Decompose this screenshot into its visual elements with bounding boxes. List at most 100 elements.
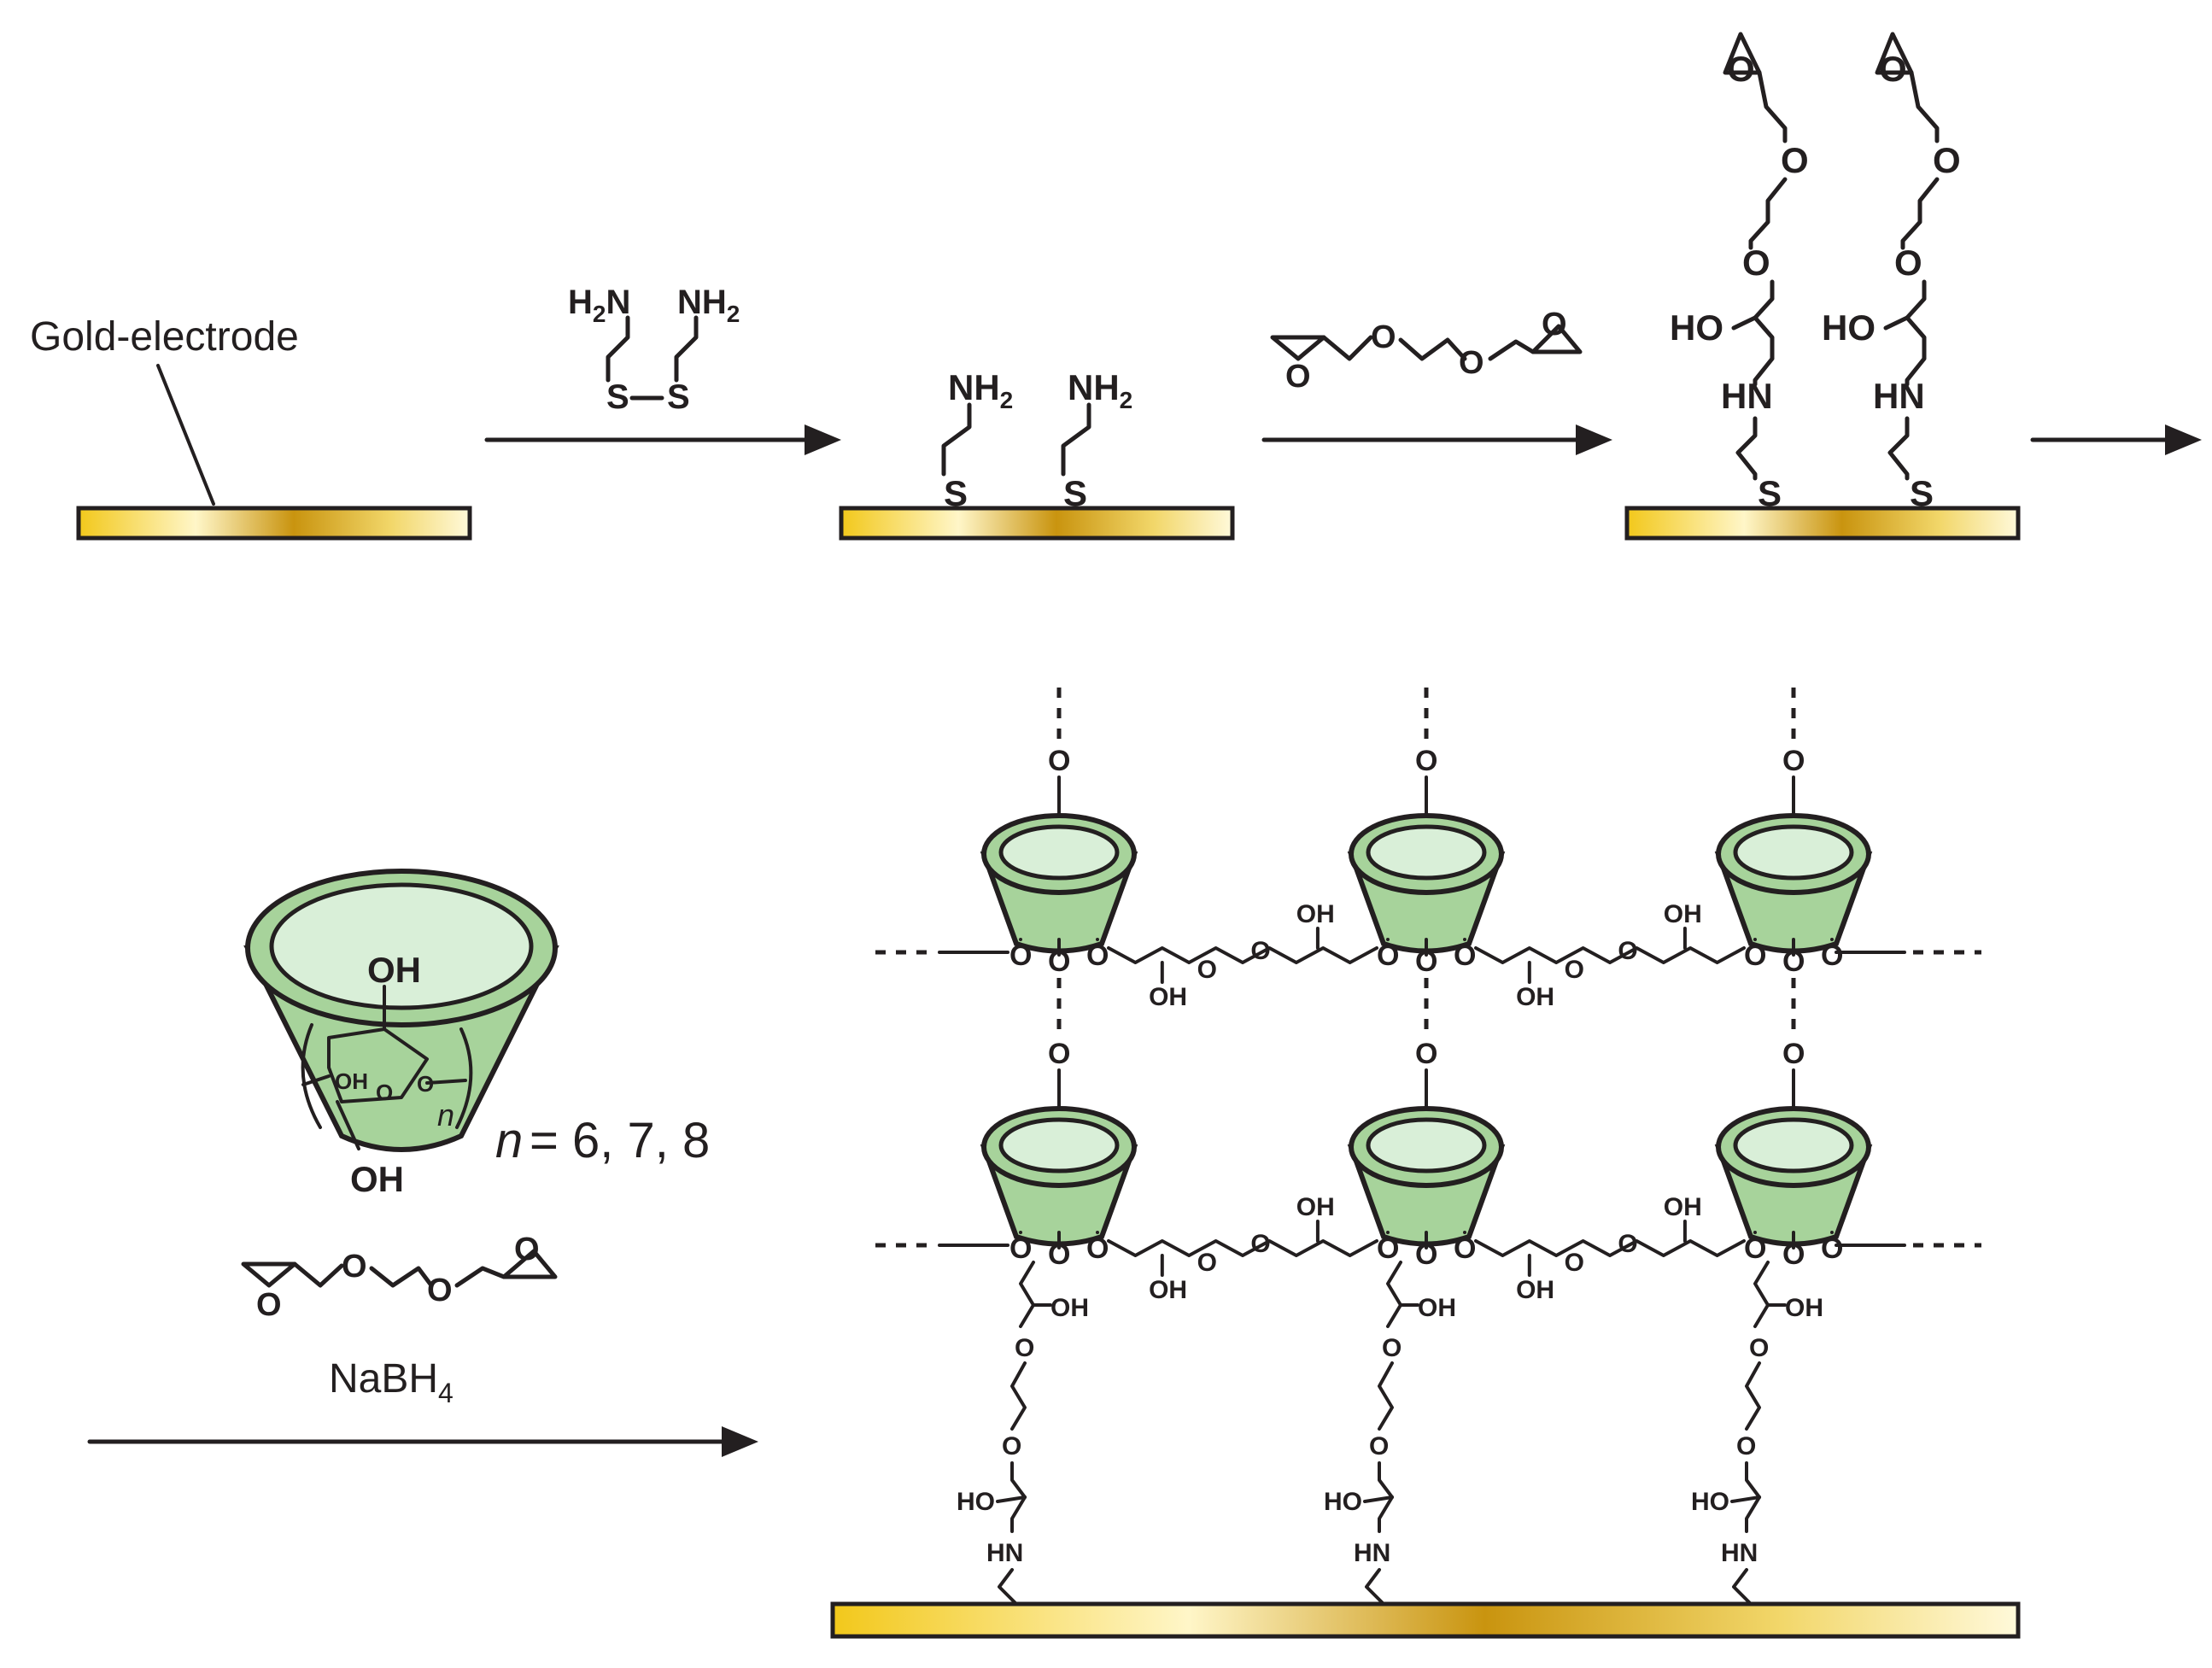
svg-text:O: O <box>1933 140 1961 180</box>
svg-text:O: O <box>1879 49 1907 89</box>
svg-text:O: O <box>1377 1232 1399 1265</box>
svg-text:NH2: NH2 <box>1068 367 1132 413</box>
reaction-arrow-4 <box>87 1426 758 1457</box>
svg-text:O: O <box>1782 745 1805 777</box>
svg-text:O: O <box>1086 1232 1109 1265</box>
svg-text:O: O <box>417 1071 434 1097</box>
step-1-bare-electrode: Gold-electrode <box>30 314 472 541</box>
svg-text:O: O <box>1744 1232 1766 1265</box>
reaction-arrow-3 <box>2030 424 2202 455</box>
svg-text:HN: HN <box>986 1539 1023 1567</box>
svg-text:O: O <box>1727 49 1755 89</box>
svg-text:OH: OH <box>1149 1276 1187 1304</box>
svg-text:O: O <box>1415 945 1437 978</box>
svg-text:H2N: H2N <box>568 284 630 327</box>
svg-text:O: O <box>376 1080 393 1105</box>
svg-text:O: O <box>1618 1230 1637 1258</box>
reagent-cystamine: H2N NH2 S S <box>568 284 740 416</box>
svg-text:O: O <box>1454 1232 1476 1265</box>
reagent-diepoxide-bottom: O O O O <box>241 1232 558 1323</box>
nabh4-label: NaBH4 <box>329 1356 454 1408</box>
svg-text:O: O <box>1048 745 1070 777</box>
svg-text:O: O <box>1782 1238 1805 1271</box>
svg-text:O: O <box>1009 1232 1032 1265</box>
svg-text:OH: OH <box>1050 1294 1089 1322</box>
svg-text:HO: HO <box>1324 1488 1362 1516</box>
gold-electrode-1 <box>76 506 472 541</box>
svg-text:O: O <box>1015 1334 1034 1362</box>
svg-text:OH: OH <box>1418 1294 1456 1322</box>
svg-text:OH: OH <box>1785 1294 1823 1322</box>
cyclodextrin-cavity-5 <box>1366 1117 1487 1173</box>
svg-text:O: O <box>1369 1432 1389 1460</box>
step-3-epoxy-chain-left: O O O HO HN S <box>1670 32 1809 513</box>
svg-text:HN: HN <box>1721 376 1773 416</box>
cd-n-sub: n <box>437 1097 454 1132</box>
svg-text:OH: OH <box>1664 900 1702 928</box>
cd-oh-bottom: OH <box>350 1159 404 1199</box>
svg-text:O: O <box>1048 945 1070 978</box>
step-2-amine-electrode: NH2 NH2 S S <box>839 367 1235 541</box>
svg-text:O: O <box>1002 1432 1021 1460</box>
svg-text:O: O <box>427 1273 453 1308</box>
svg-text:O: O <box>1415 745 1437 777</box>
svg-text:O: O <box>1459 345 1484 381</box>
cyclodextrin-reagent: OH OH O O n OH n = 6, 7, 8 <box>243 869 710 1199</box>
svg-text:HN: HN <box>1354 1539 1390 1567</box>
svg-text:O: O <box>256 1287 282 1323</box>
reagent-diepoxide-top: O O O O <box>1270 307 1583 395</box>
cd-oh-top: OH <box>367 950 421 990</box>
svg-text:O: O <box>1382 1334 1402 1362</box>
svg-text:O: O <box>1782 945 1805 978</box>
svg-text:OH: OH <box>335 1068 368 1094</box>
svg-text:OH: OH <box>1516 983 1554 1011</box>
gold-electrode-pointer <box>156 364 215 506</box>
gold-electrode-2 <box>839 506 1235 541</box>
cyclodextrin-cavity-6 <box>1733 1117 1854 1173</box>
svg-text:O: O <box>1377 939 1399 972</box>
svg-text:O: O <box>1009 939 1032 972</box>
cyclodextrin-cavity-2 <box>1366 824 1487 881</box>
svg-text:HO: HO <box>1691 1488 1729 1516</box>
svg-text:O: O <box>1565 1249 1584 1277</box>
svg-text:HO: HO <box>1822 307 1876 348</box>
cyclodextrin-cavity-1 <box>998 824 1120 881</box>
svg-text:OH: OH <box>1516 1276 1554 1304</box>
svg-text:O: O <box>1821 939 1843 972</box>
svg-text:HN: HN <box>1873 376 1925 416</box>
svg-text:O: O <box>1415 1038 1437 1070</box>
svg-text:O: O <box>1618 937 1637 965</box>
svg-text:OH: OH <box>1296 900 1335 928</box>
cystamine-s-right: S <box>667 378 690 416</box>
svg-text:O: O <box>1250 937 1270 965</box>
n-italic-label: n <box>495 1113 523 1168</box>
svg-text:O: O <box>1048 1238 1070 1271</box>
svg-text:O: O <box>1250 1230 1270 1258</box>
svg-text:O: O <box>1542 307 1567 342</box>
svg-text:O: O <box>1742 243 1770 283</box>
svg-text:O: O <box>1821 1232 1843 1265</box>
svg-text:O: O <box>342 1249 367 1285</box>
cystamine-s-left: S <box>606 378 629 416</box>
svg-text:OH: OH <box>1664 1193 1702 1221</box>
gold-electrode-label: Gold-electrode <box>30 314 299 360</box>
reaction-arrow-2 <box>1261 424 1612 455</box>
svg-text:O: O <box>1736 1432 1756 1460</box>
svg-text:O: O <box>1197 1249 1217 1277</box>
svg-text:O: O <box>1781 140 1809 180</box>
svg-text:O: O <box>514 1232 540 1267</box>
svg-text:O: O <box>1048 1038 1070 1070</box>
gold-electrode-3 <box>1624 506 2021 541</box>
gold-electrode-4 <box>830 1601 2021 1639</box>
svg-text:O: O <box>1782 1038 1805 1070</box>
svg-text:O: O <box>1894 243 1922 283</box>
n-values-label: = 6, 7, 8 <box>530 1113 710 1168</box>
svg-text:NH2: NH2 <box>677 284 740 327</box>
svg-text:O: O <box>1197 956 1217 984</box>
svg-text:NH2: NH2 <box>948 367 1013 413</box>
svg-text:HO: HO <box>1670 307 1723 348</box>
svg-text:O: O <box>1565 956 1584 984</box>
svg-text:O: O <box>1415 1238 1437 1271</box>
